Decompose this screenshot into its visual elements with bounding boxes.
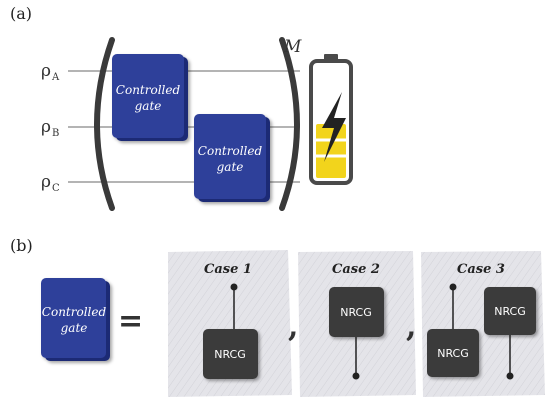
gate2-line1: Controlled: [198, 144, 263, 158]
case3-left-nrcg-label: NRCG: [437, 347, 469, 360]
case1-nrcg-gate: [203, 329, 258, 379]
rho-c-symbol: ρ: [41, 172, 51, 192]
case3-right-nrcg-label: NRCG: [494, 305, 526, 318]
left-paren: [94, 37, 115, 211]
case3-right-nrcg-gate: [484, 287, 536, 335]
rho-b-subscript: B: [52, 128, 59, 139]
controlled-gate-1: [112, 54, 188, 141]
gate2-line2: gate: [217, 160, 244, 174]
rho-a-subscript: A: [51, 72, 60, 83]
case3-right-dot: [506, 372, 514, 380]
panel-a: ρ A ρ B ρ C Controlled gate Controlled g…: [41, 37, 353, 211]
case3-left-nrcg-gate: [427, 329, 479, 377]
case2-control-dot: [352, 372, 360, 380]
rho-a-symbol: ρ: [41, 61, 51, 81]
panel-a-label: (a): [10, 4, 33, 23]
gate-b-line1: Controlled: [42, 305, 107, 319]
case1-control-dot: [230, 283, 238, 291]
gate1-line2: gate: [135, 99, 162, 113]
case3-left-dot: [449, 283, 457, 291]
panel-b: Controlled gate = Case 1 NRCG , Case 2 N…: [41, 250, 545, 397]
case1-title: Case 1: [204, 262, 252, 277]
panel-b-label: (b): [10, 236, 33, 255]
gate1-line1: Controlled: [116, 83, 181, 97]
case3-title: Case 3: [457, 262, 505, 277]
case-separator-1: ,: [288, 309, 298, 344]
case-separator-2: ,: [406, 309, 416, 344]
case1-background: [168, 250, 292, 397]
case1-nrcg-label: NRCG: [214, 348, 246, 361]
case2-title: Case 2: [332, 262, 380, 277]
right-paren: [279, 37, 300, 211]
controlled-gate-2: [194, 114, 270, 202]
battery-icon: [309, 54, 353, 185]
gate-b-line2: gate: [61, 321, 88, 335]
rho-b-symbol: ρ: [41, 117, 51, 137]
equals-sign: =: [118, 304, 143, 339]
case2-nrcg-gate: [329, 287, 384, 337]
rho-c-subscript: C: [52, 183, 60, 194]
lightning-bolt-icon: [322, 92, 346, 162]
controlled-gate-b: [41, 278, 110, 361]
power-m-label: M: [283, 37, 302, 57]
case2-nrcg-label: NRCG: [340, 306, 372, 319]
